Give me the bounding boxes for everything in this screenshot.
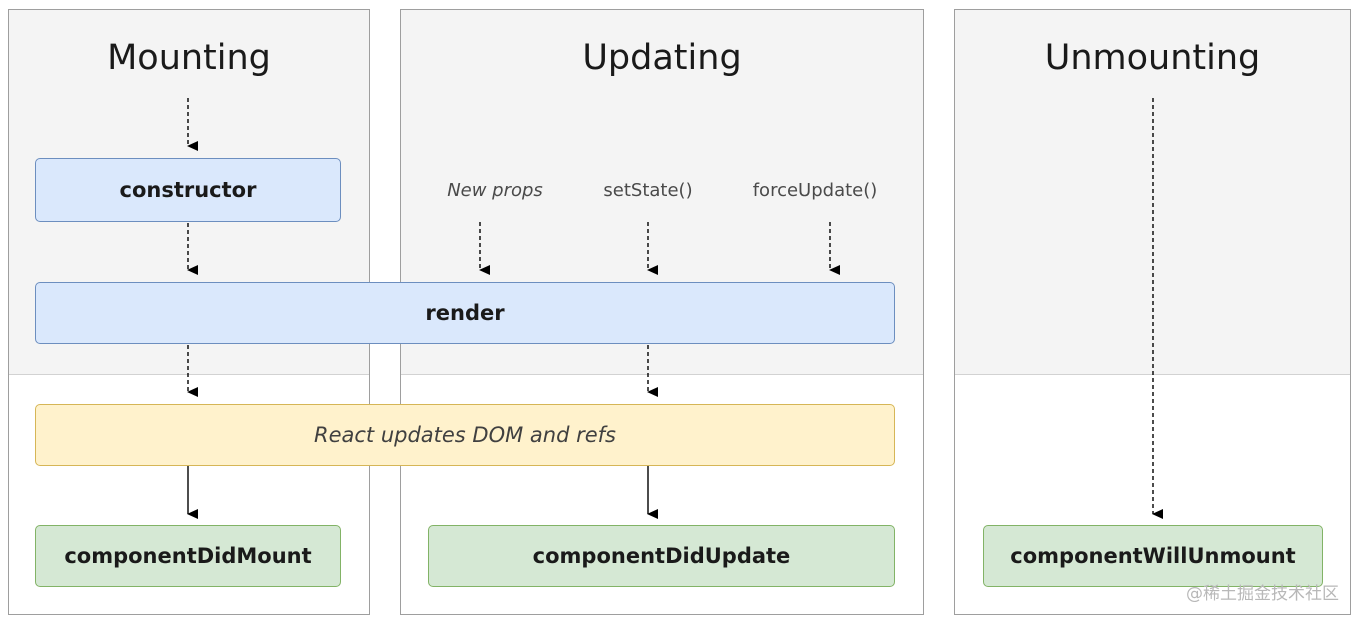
trigger-force-update: forceUpdate()	[752, 180, 878, 201]
component-did-update-label: componentDidUpdate	[532, 544, 791, 568]
updating-phase-divider	[401, 374, 923, 375]
mounting-title: Mounting	[107, 38, 271, 78]
component-will-unmount-box: componentWillUnmount	[983, 525, 1323, 587]
constructor-box: constructor	[35, 158, 341, 222]
constructor-label: constructor	[119, 178, 257, 202]
render-box: render	[35, 282, 895, 344]
trigger-new-props: New props	[447, 180, 543, 201]
component-did-update-box: componentDidUpdate	[428, 525, 895, 587]
trigger-set-state: setState()	[603, 180, 693, 201]
updating-title: Updating	[582, 38, 742, 78]
site-watermark: @稀土掘金技术社区	[1186, 584, 1339, 604]
render-label: render	[425, 301, 505, 325]
unmounting-title: Unmounting	[1044, 38, 1261, 78]
component-did-mount-box: componentDidMount	[35, 525, 341, 587]
mounting-phase-divider	[9, 374, 369, 375]
react-updates-dom-box: React updates DOM and refs	[35, 404, 895, 466]
component-did-mount-label: componentDidMount	[64, 544, 312, 568]
unmounting-phase-divider	[955, 374, 1350, 375]
react-updates-dom-label: React updates DOM and refs	[313, 423, 616, 447]
component-will-unmount-label: componentWillUnmount	[1010, 544, 1296, 568]
